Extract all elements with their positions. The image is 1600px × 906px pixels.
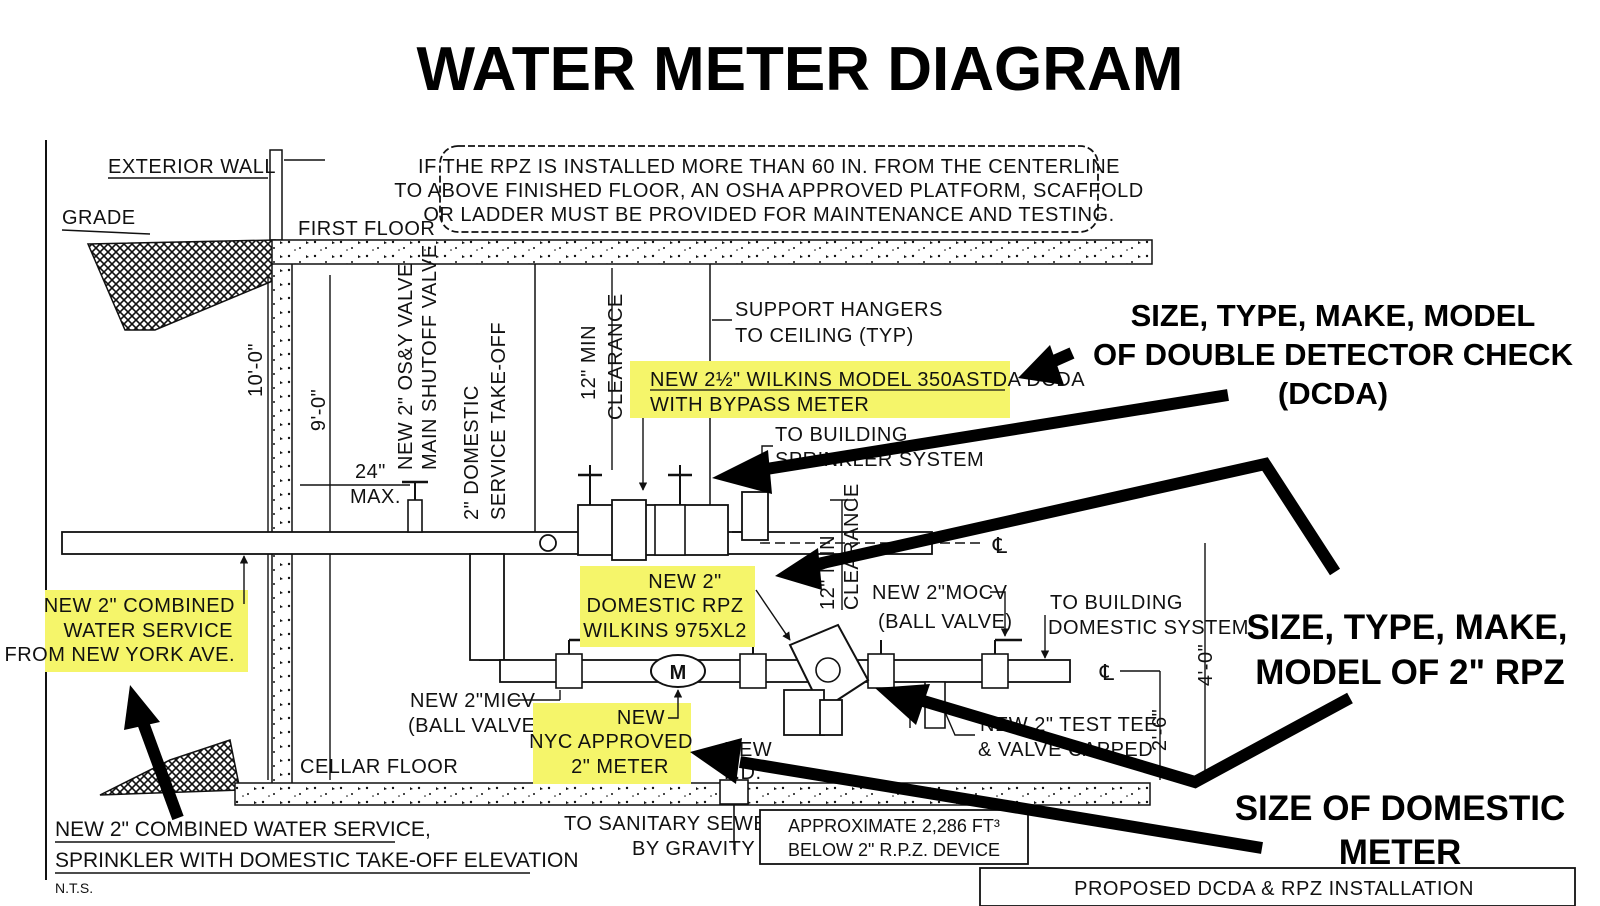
mocv-valve	[867, 653, 895, 689]
elevation-caption-2: SPRINKLER WITH DOMESTIC TAKE-OFF ELEVATI…	[55, 849, 579, 872]
meter-highlight	[533, 703, 691, 784]
approximate-box	[759, 809, 1029, 865]
rpz-highlight	[580, 566, 755, 647]
first-floor-label: FIRST FLOOR	[298, 218, 435, 240]
note-line-2: TO ABOVE FINISHED FLOOR, AN OSHA APPROVE…	[394, 180, 1143, 202]
note-line-3: OR LADDER MUST BE PROVIDED FOR MAINTENAN…	[423, 204, 1114, 226]
centerline-symbol-bottom: ℄	[1099, 660, 1115, 685]
dim-9ft-label: 9'-0"	[308, 389, 330, 431]
dim-10ft-label: 10'-0"	[245, 343, 267, 397]
combined-label-1: NEW 2" COMBINED	[44, 595, 235, 617]
domestic-takeoff-pipe	[469, 553, 505, 661]
dcda-label-2: WITH BYPASS METER	[650, 394, 869, 416]
callout-dcda-1: SIZE, TYPE, MAKE, MODEL	[1131, 298, 1536, 333]
dim-24-label: 24"	[355, 461, 386, 483]
support-hangers-label-1: SUPPORT HANGERS	[735, 299, 943, 321]
foundation-wall	[271, 261, 293, 788]
combined-service-highlight	[45, 590, 248, 672]
rpz-label-2: DOMESTIC RPZ	[586, 595, 743, 617]
clearance-rpz-label-2: CLEARANCE	[841, 483, 863, 610]
proposed-label: PROPOSED DCDA & RPZ INSTALLATION	[1074, 878, 1474, 900]
rpz-device	[783, 623, 870, 736]
osy-valve-label-2: MAIN SHUTOFF VALVE	[419, 244, 441, 470]
callout-dcda-3: (DCDA)	[1278, 376, 1388, 411]
page-title: WATER METER DIAGRAM	[417, 35, 1184, 104]
dcda-assembly	[539, 465, 729, 561]
callout-arrows	[124, 345, 1353, 854]
sewer-label-1: TO SANITARY SEWER	[564, 813, 782, 835]
note-line-1: IF THE RPZ IS INSTALLED MORE THAN 60 IN.…	[418, 156, 1120, 178]
callout-rpz-2: MODEL OF 2" RPZ	[1255, 653, 1565, 692]
sewer-label-2: BY GRAVITY	[632, 838, 755, 860]
approximate-label-2: BELOW 2" R.P.Z. DEVICE	[788, 840, 1000, 860]
callout-rpz-1: SIZE, TYPE, MAKE,	[1247, 608, 1568, 647]
service-pipe	[61, 531, 933, 555]
support-hangers-label-2: TO CEILING (TYP)	[735, 325, 914, 347]
callout-meter-2: METER	[1339, 833, 1462, 872]
grade-label: GRADE	[62, 207, 136, 229]
dim-2-6-label: 2'-6"	[1149, 709, 1171, 751]
combined-label-3: FROM NEW YORK AVE.	[4, 644, 235, 666]
clearance-top-label-2: CLEARANCE	[605, 293, 627, 420]
meter-letter: M	[670, 662, 687, 684]
callout-meter-1: SIZE OF DOMESTIC	[1235, 789, 1566, 828]
meter-symbol	[650, 654, 706, 688]
centerline-symbol-top: ℄	[992, 533, 1008, 558]
rpz-label-3: WILKINS 975XL2	[583, 620, 747, 642]
callout-dcda-2: OF DOUBLE DETECTOR CHECK	[1093, 337, 1574, 372]
meter-label-1: NEW	[617, 707, 665, 729]
domestic-pipe	[499, 659, 1071, 683]
sprinkler-label-1: TO BUILDING	[775, 424, 908, 446]
clearance-top-label-1: 12" MIN	[578, 325, 600, 400]
clearance-rpz-label-1: 12" MIN	[817, 535, 839, 610]
domestic-takeoff-label-1: 2" DOMESTIC	[461, 385, 483, 520]
lower-earth	[99, 739, 241, 796]
osy-valve-label-1: NEW 2" OS&Y VALVE	[395, 263, 417, 470]
dcda-label-1: NEW 2½" WILKINS MODEL 350ASTDA DCDA	[650, 369, 1085, 391]
note-box	[439, 145, 1099, 233]
osy-valve	[407, 499, 423, 533]
first-floor-slab	[271, 239, 1153, 265]
elevation-caption-1: NEW 2" COMBINED WATER SERVICE,	[55, 818, 431, 841]
meter-label-2: NYC APPROVED	[529, 731, 693, 753]
exterior-wall-label: EXTERIOR WALL	[108, 156, 276, 178]
dim-max-label: MAX.	[350, 486, 401, 508]
nts-label: N.T.S.	[55, 880, 93, 896]
micv-label-2: (BALL VALVE)	[408, 715, 543, 737]
dim-4ft-label: 4'-0"	[1195, 644, 1217, 686]
approximate-label-1: APPROXIMATE 2,286 FT³	[788, 816, 1000, 836]
cellar-floor-label: CELLAR FLOOR	[300, 756, 458, 778]
micv-label-1: NEW 2"MICV	[410, 690, 536, 712]
micv-valve	[555, 653, 583, 689]
mocv-label-2: (BALL VALVE)	[878, 611, 1013, 633]
domestic-system-label-1: TO BUILDING	[1050, 592, 1183, 614]
meter-label-3: 2" METER	[571, 756, 669, 778]
proposed-box	[979, 867, 1576, 906]
combined-label-2: WATER SERVICE	[64, 620, 234, 642]
grade-earth	[86, 239, 276, 331]
rpz-label-1: NEW 2"	[648, 571, 721, 593]
domestic-takeoff-label-2: SERVICE TAKE-OFF	[488, 322, 510, 520]
domestic-system-label-2: DOMESTIC SYSTEM	[1048, 617, 1249, 639]
mocv-label-1: NEW 2"MOCV	[872, 582, 1008, 604]
